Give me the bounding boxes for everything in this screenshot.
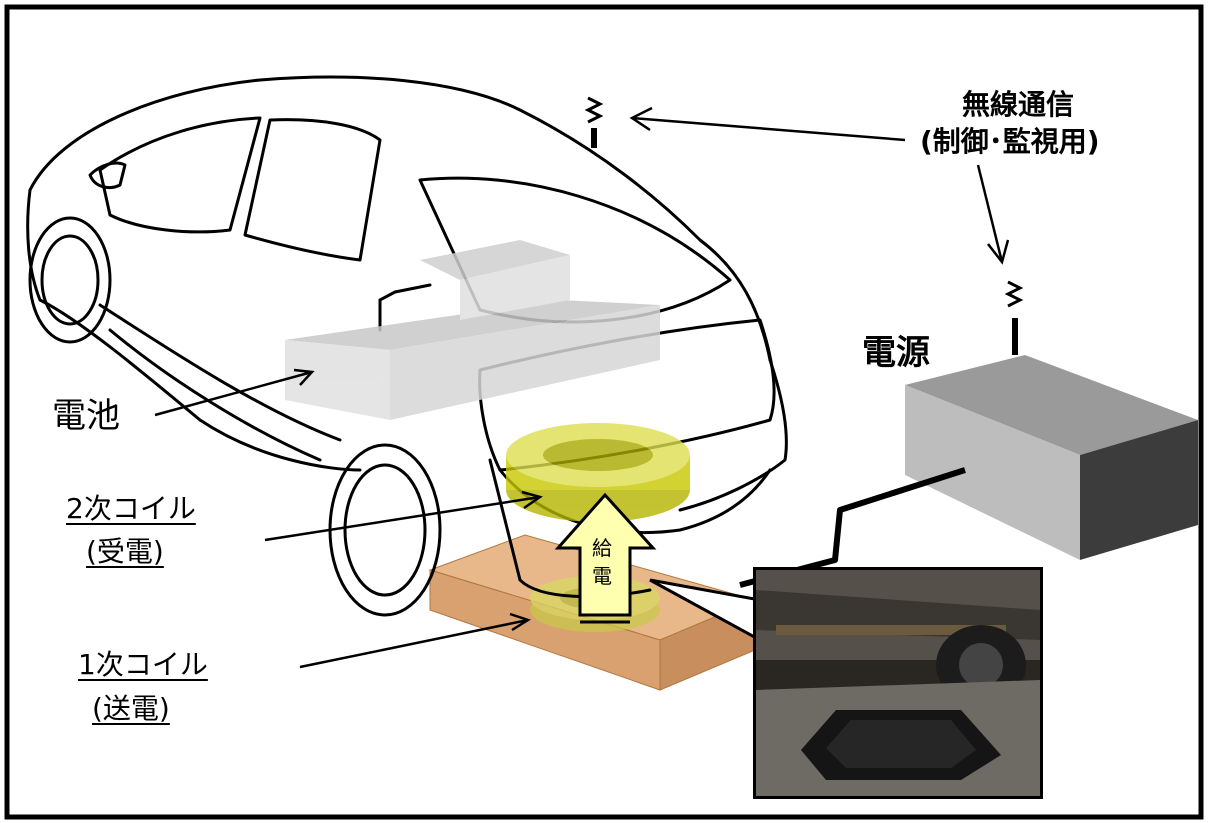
source-antenna-icon (1004, 280, 1024, 355)
power-feed-char1: 給 (592, 536, 612, 560)
pointer-arrows (154, 106, 1010, 669)
power-source-box (905, 355, 1198, 560)
car-outline (26, 75, 788, 617)
power-source-label: 電源 (862, 333, 930, 373)
photo-inset-image (756, 570, 1040, 796)
secondary-coil-label-line2: (受電) (86, 535, 164, 568)
wireless-label-line1: 無線通信 (962, 88, 1075, 121)
secondary-coil (506, 423, 690, 522)
primary-coil-label-line2: (送電) (92, 692, 170, 725)
secondary-coil-label-line1: 2次コイル (66, 492, 196, 525)
primary-coil-label-line1: 1次コイル (78, 648, 208, 681)
wireless-label-line2: (制御･監視用) (920, 125, 1100, 158)
power-feed-char2: 電 (592, 564, 612, 588)
battery-block (285, 240, 660, 420)
car-antenna-icon (584, 96, 604, 148)
battery-label: 電池 (52, 396, 120, 436)
photo-inset (753, 567, 1043, 799)
power-feed-arrow (554, 492, 657, 624)
